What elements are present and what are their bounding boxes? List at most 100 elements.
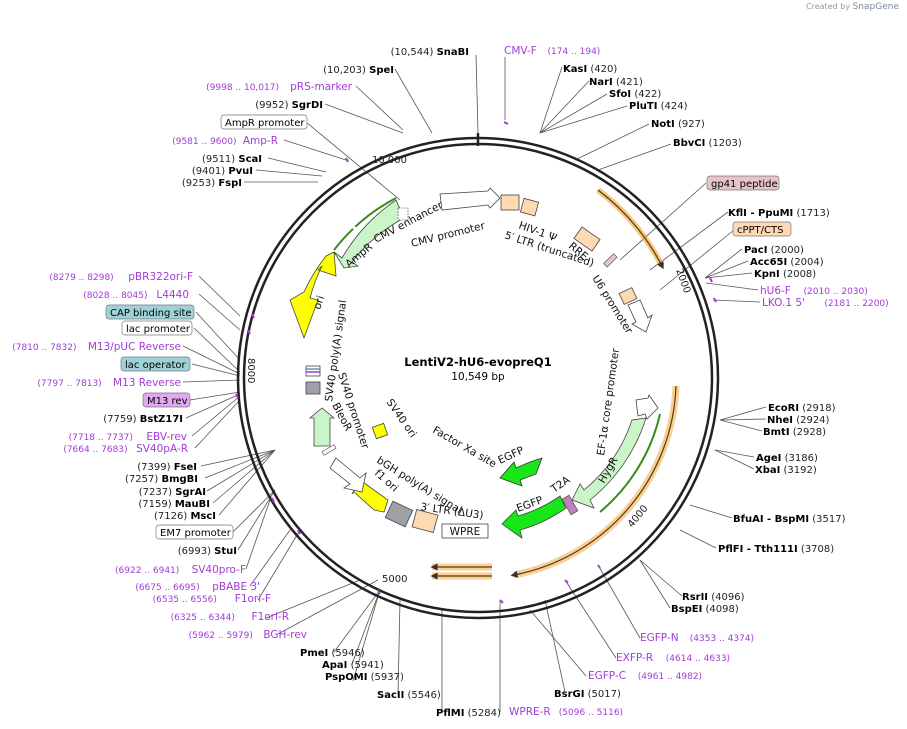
enzyme-name: PacI [744,245,767,256]
enzyme-name: PluTI [629,101,657,112]
boxed-label-cap: CAP binding site [105,304,195,320]
enzyme-label: (7257) BmgBI [125,474,198,485]
boxed-label-em7: EM7 promoter [155,524,234,540]
enzyme-position: (5017) [588,689,621,700]
primer-range: (2010 .. 2030) [804,287,868,297]
boxed-label-m13rev: M13 rev [142,392,191,408]
feature-sv40-polya [305,381,321,395]
enzyme-name: NotI [651,119,675,130]
boxed-label-lac-operator: lac operator [120,356,191,372]
plasmid-name: LentiV2-hU6-evopreQ1 [404,355,551,369]
label-ori: ori [311,294,327,311]
feature-gp41 [603,253,618,268]
primer-name: EGFP-C [588,670,626,682]
enzyme-site: SfoI (422) [609,89,661,100]
enzyme-position: (7257) [125,474,158,485]
enzyme-label: Acc65I (2004) [750,257,824,268]
primer-site: BGH-rev(5962 .. 5979) [189,629,307,641]
enzyme-name: BfuAI - BspMI [733,514,809,525]
enzyme-name: BmgBI [161,474,198,485]
enzyme-position: (2004) [790,257,823,268]
boxed-label-cppt: cPPT/CTS [732,221,792,237]
enzyme-label: PspOMI (5937) [325,672,404,683]
feature-egfp-lower [501,495,567,539]
primer-site: SV40pro-F(6922 .. 6941) [115,564,246,576]
svg-text:AmpR promoter: AmpR promoter [225,118,305,129]
svg-text:M13 rev: M13 rev [147,396,188,407]
feature-u6-promoter [627,299,653,333]
enzyme-name: PspOMI [325,672,367,683]
primer-name: SV40pro-F [192,564,246,576]
enzyme-label: (9253) FspI [182,178,242,189]
enzyme-name: PvuI [228,166,253,177]
enzyme-name: NarI [589,77,613,88]
primer-range: (7664 .. 7683) [63,445,127,455]
primer-range: (7718 .. 7737) [69,433,133,443]
enzyme-site: (9511) ScaI [202,154,262,165]
primer-range: (9998 .. 10,017) [206,83,279,93]
enzyme-label: NheI (2924) [767,415,830,426]
enzyme-label: PflMI (5284) [436,708,501,719]
enzyme-label: (7159) MauBI [138,499,210,510]
primer-name: F1ori-R [252,611,289,623]
svg-text:gp41 peptide: gp41 peptide [711,179,778,190]
enzyme-label: KpnI (2008) [754,269,816,280]
feature-cppt [618,287,638,305]
enzyme-position: (10,544) [391,47,434,58]
boxed-label-ampr-promoter: AmpR promoter [220,114,308,130]
feature-hiv-psi [500,194,520,211]
enzyme-label: KasI (420) [563,64,617,75]
enzyme-name: BmtI [763,427,790,438]
enzyme-label: BsrGI (5017) [554,689,621,700]
enzyme-name: SfoI [609,89,631,100]
enzyme-label: XbaI (3192) [755,465,817,476]
primer-ticks [235,121,717,604]
enzyme-label: (9511) ScaI [202,154,262,165]
primer-site: pBR322ori-F(8279 .. 8298) [49,271,193,283]
enzyme-position: (3186) [785,453,818,464]
enzyme-name: SacII [377,690,404,701]
primer-site: EBV-rev(7718 .. 7737) [69,431,187,443]
label-egfp-inner: EGFP [496,444,526,466]
svg-text:cPPT/CTS: cPPT/CTS [737,225,783,236]
enzyme-position: (3517) [812,514,845,525]
primer-site: hU6-F(2010 .. 2030) [760,285,868,297]
feature-f1ori [384,500,414,528]
enzyme-label: BmtI (2928) [763,427,826,438]
enzyme-position: (5284) [468,708,501,719]
enzyme-site: PspOMI (5937) [325,672,404,683]
primer-name: WPRE-R [509,706,551,718]
primer-site: WPRE-R (5096 .. 5116) [509,706,623,718]
enzyme-name: ScaI [238,154,262,165]
enzyme-site: PmeI (5946) [300,648,365,659]
leader-lines [182,54,767,712]
boxed-label-gp41: gp41 peptide [706,175,780,191]
feature-rre [573,226,601,252]
enzyme-position: (1203) [709,138,742,149]
tick-label-5000: 5000 [382,574,407,585]
feature-ampr [333,199,405,269]
enzyme-label: SfoI (422) [609,89,661,100]
primer-name: Amp-R [243,135,278,147]
enzyme-name: NheI [767,415,793,426]
enzyme-position: (2008) [783,269,816,280]
primer-range: (5096 .. 5116) [559,708,623,718]
enzyme-position: (7399) [137,462,170,473]
primer-site: EXFP-R(4614 .. 4633) [616,652,730,664]
enzyme-site: (10,544) SnaBI [391,47,469,58]
primer-site: Amp-R(9581 .. 9600) [172,135,278,147]
svg-text:lac promoter: lac promoter [126,324,191,335]
enzyme-position: (5937) [371,672,404,683]
enzyme-label: PacI (2000) [744,245,804,256]
primer-range: (6535 .. 6556) [153,595,217,605]
enzyme-site: RsrII (4096) [682,592,745,603]
primer-name: pRS-marker [290,81,353,93]
primer-site: pBABE 3'(6675 .. 6695) [135,581,260,593]
enzyme-name: EcoRI [768,403,799,414]
feature-3ltr [411,508,439,534]
enzyme-position: (420) [590,64,617,75]
enzyme-site: (6993) StuI [178,546,237,557]
enzyme-name: Acc65I [750,257,787,268]
feature-sv40ori [371,422,389,440]
label-wpre: WPRE [450,526,481,538]
